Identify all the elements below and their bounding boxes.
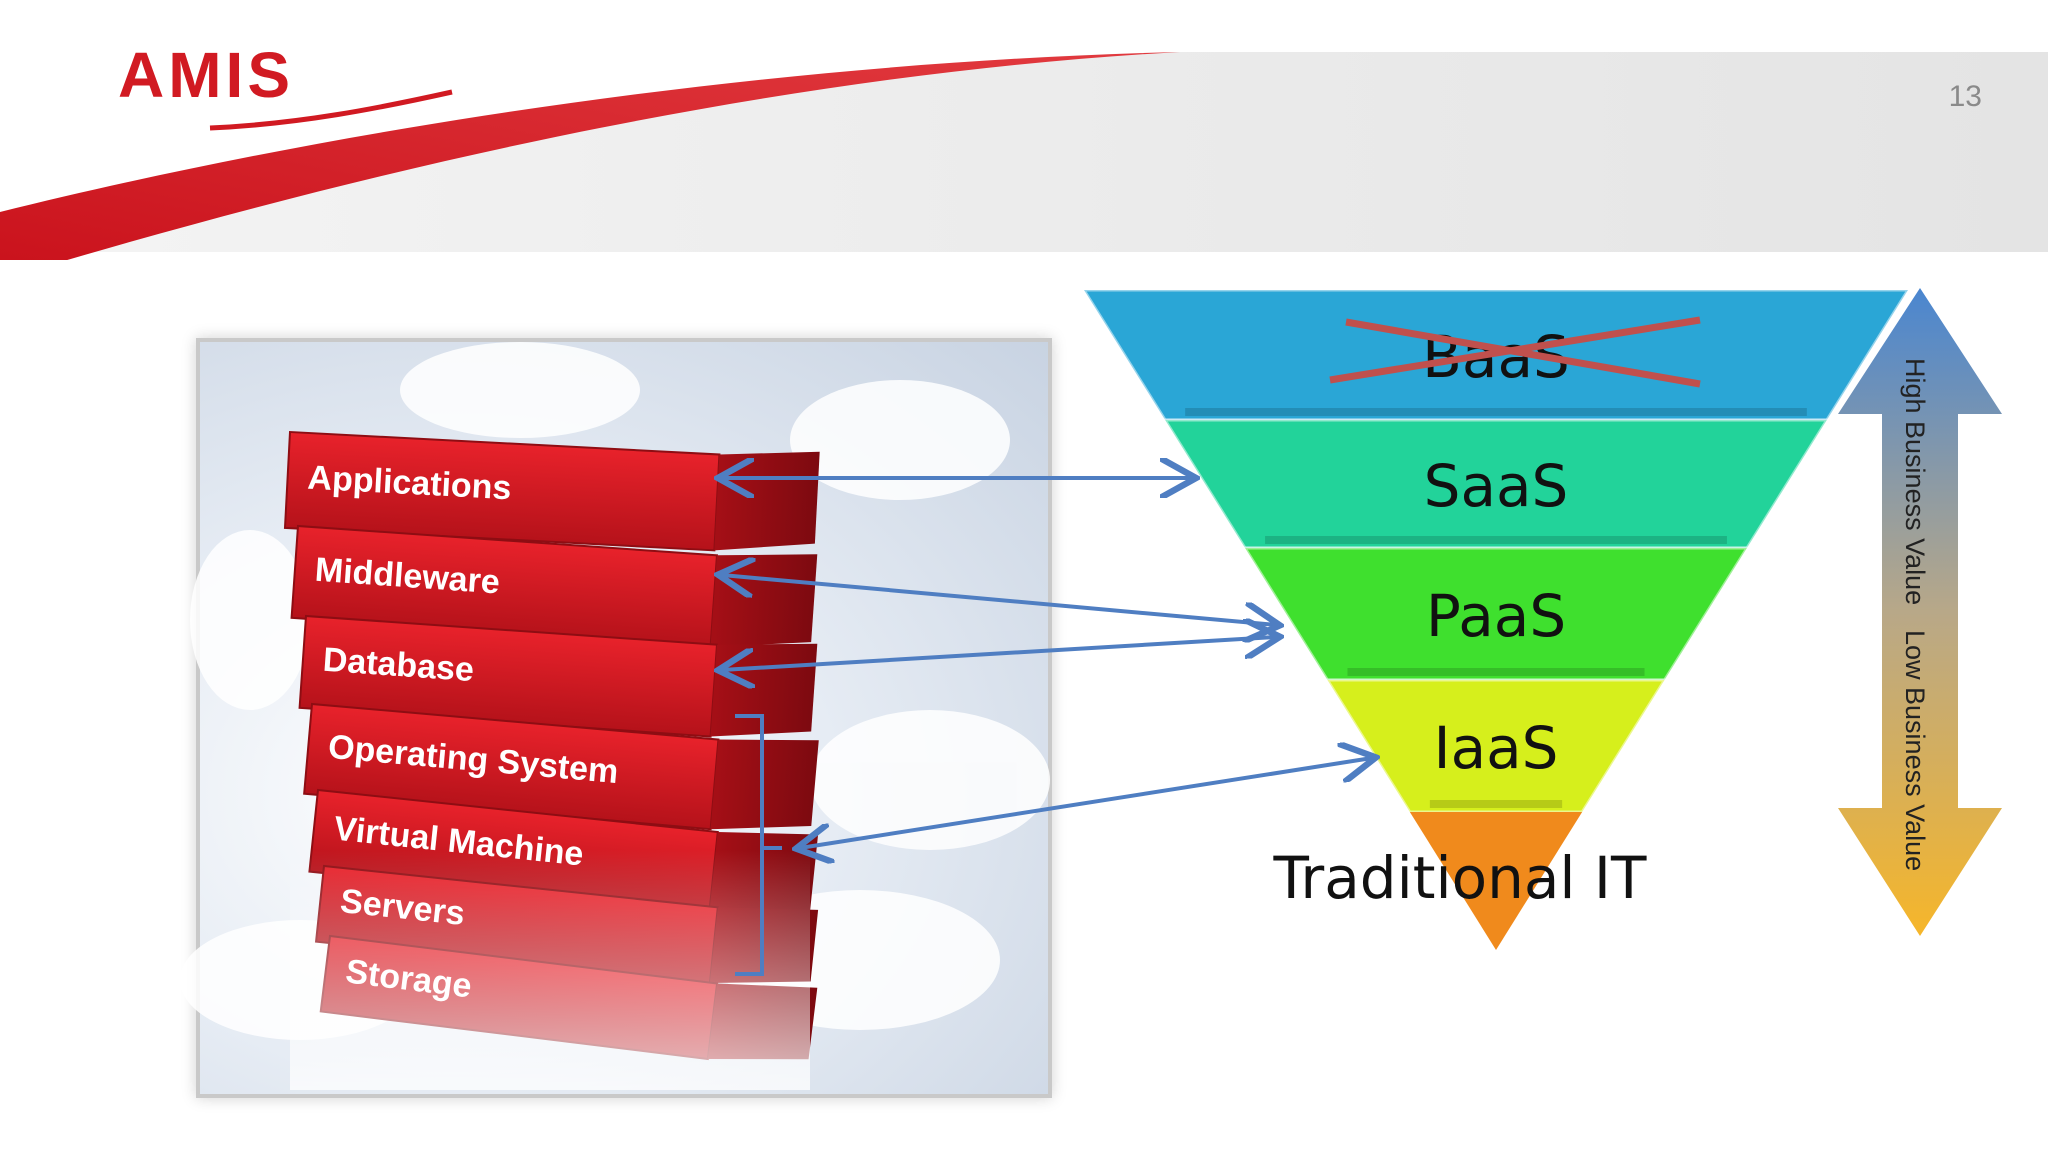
stack-layer: Applications xyxy=(283,430,820,552)
arrow-infrastructure-iaas xyxy=(800,758,1372,848)
mapping-arrows xyxy=(722,478,1372,848)
pyramid-tier-label: PaaS xyxy=(1426,582,1566,650)
page-number: 13 xyxy=(1948,80,1982,113)
tier-shadow xyxy=(1429,800,1563,808)
tier-shadow xyxy=(1185,408,1807,416)
pyramid-base xyxy=(1409,812,1583,950)
stack-fade xyxy=(290,850,810,1090)
business-value-axis: High Business Value Low Business Value xyxy=(1838,288,2002,936)
cross-out-line xyxy=(1345,318,1701,388)
amis-logo: AMIS xyxy=(118,39,294,111)
traditional-it-label: Traditional IT xyxy=(1273,844,1648,912)
tier-shadow xyxy=(1347,668,1645,676)
tier-shadow xyxy=(1265,536,1727,544)
cross-out-line xyxy=(1329,316,1701,384)
high-business-value-label: High Business Value xyxy=(1900,358,1930,605)
pyramid-tier-label: SaaS xyxy=(1424,452,1569,520)
pyramid-tier-label: IaaS xyxy=(1433,714,1558,782)
arrow-database-paas xyxy=(722,637,1276,670)
value-double-arrow xyxy=(1838,288,2002,936)
header-swoosh xyxy=(0,52,2048,260)
infrastructure-bracket xyxy=(735,714,782,976)
low-business-value-label: Low Business Value xyxy=(1900,630,1930,871)
